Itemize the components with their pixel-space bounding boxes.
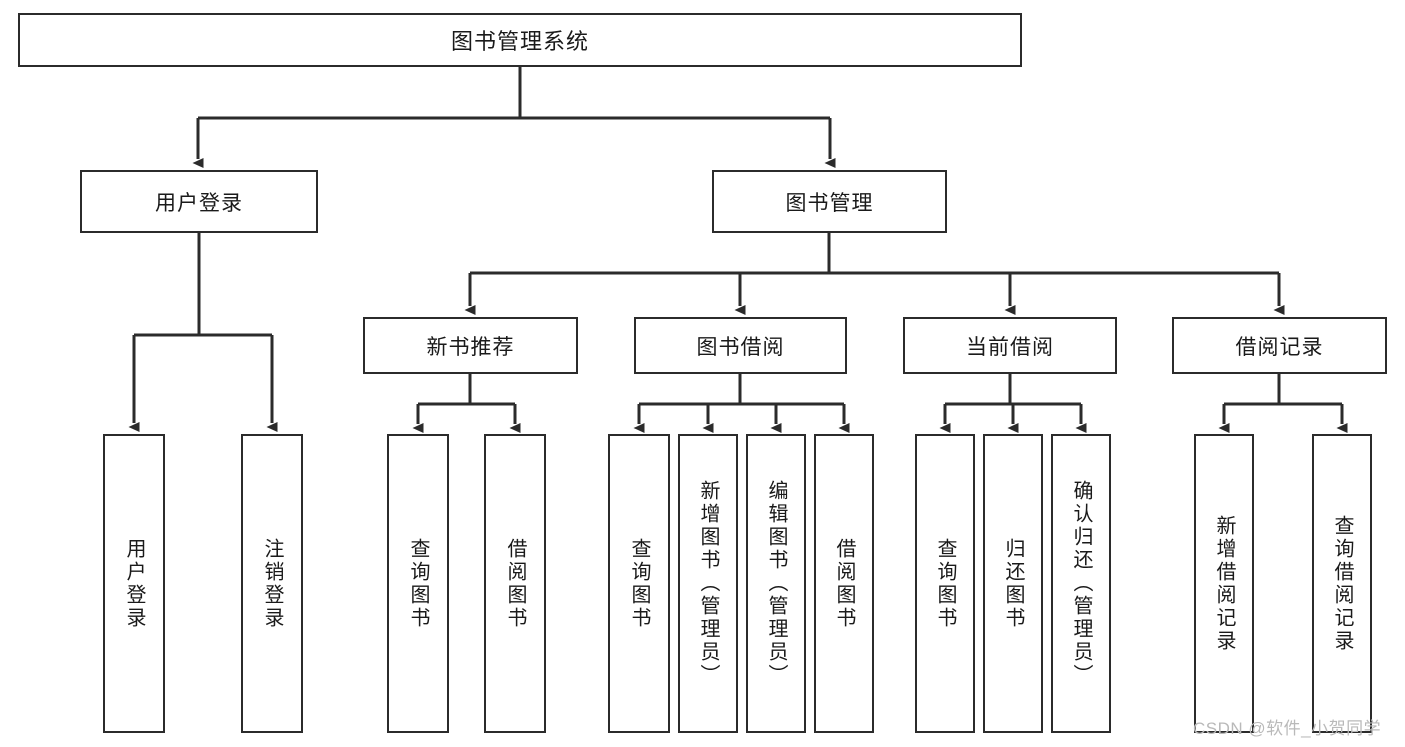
node-leaf-user-login[interactable]: 用户登录 (103, 434, 165, 733)
node-leaf-logout[interactable]: 注销登录 (241, 434, 303, 733)
node-leaf-query-book-rec-label: 查询图书 (407, 537, 429, 630)
node-current-borrow[interactable]: 当前借阅 (903, 317, 1117, 374)
node-book-borrow-label: 图书借阅 (696, 335, 785, 359)
node-root-label: 图书管理系统 (450, 29, 589, 54)
node-user-login[interactable]: 用户登录 (80, 170, 318, 233)
node-leaf-borrow-book-br[interactable]: 借阅图书 (814, 434, 874, 733)
node-current-borrow-label: 当前借阅 (966, 335, 1054, 359)
node-new-book-rec-label: 新书推荐 (426, 335, 515, 359)
node-leaf-query-record-label: 查询借阅记录 (1331, 514, 1353, 653)
node-borrow-record-label: 借阅记录 (1235, 335, 1324, 359)
node-leaf-add-book-label: 新增图书（管理员） (697, 480, 719, 687)
node-user-login-label: 用户登录 (155, 191, 243, 215)
node-leaf-borrow-book-rec[interactable]: 借阅图书 (484, 434, 546, 733)
node-leaf-return-book[interactable]: 归还图书 (983, 434, 1043, 733)
node-leaf-edit-book[interactable]: 编辑图书（管理员） (746, 434, 806, 733)
node-book-borrow[interactable]: 图书借阅 (634, 317, 847, 374)
node-leaf-borrow-book-br-label: 借阅图书 (833, 537, 855, 630)
node-borrow-record[interactable]: 借阅记录 (1172, 317, 1387, 374)
node-leaf-borrow-book-rec-label: 借阅图书 (504, 537, 526, 630)
node-book-manage[interactable]: 图书管理 (712, 170, 947, 233)
node-leaf-logout-label: 注销登录 (261, 537, 283, 630)
node-leaf-query-book-cb[interactable]: 查询图书 (915, 434, 975, 733)
node-leaf-query-book-br-label: 查询图书 (628, 537, 650, 630)
node-leaf-edit-book-label: 编辑图书（管理员） (765, 480, 787, 687)
node-leaf-confirm-return[interactable]: 确认归还（管理员） (1051, 434, 1111, 733)
csdn-watermark: CSDN @软件_小贺同学 (1193, 719, 1382, 738)
node-new-book-rec[interactable]: 新书推荐 (363, 317, 578, 374)
node-leaf-add-book[interactable]: 新增图书（管理员） (678, 434, 738, 733)
node-leaf-confirm-return-label: 确认归还（管理员） (1070, 480, 1092, 687)
node-leaf-return-book-label: 归还图书 (1002, 537, 1024, 630)
node-leaf-add-record[interactable]: 新增借阅记录 (1194, 434, 1254, 733)
node-leaf-query-book-cb-label: 查询图书 (934, 537, 956, 630)
node-leaf-add-record-label: 新增借阅记录 (1213, 514, 1235, 653)
node-leaf-query-book-br[interactable]: 查询图书 (608, 434, 670, 733)
node-leaf-query-book-rec[interactable]: 查询图书 (387, 434, 449, 733)
node-leaf-query-record[interactable]: 查询借阅记录 (1312, 434, 1372, 733)
node-book-manage-label: 图书管理 (785, 191, 874, 215)
node-leaf-user-login-label: 用户登录 (123, 537, 145, 630)
node-root[interactable]: 图书管理系统 (18, 13, 1022, 67)
